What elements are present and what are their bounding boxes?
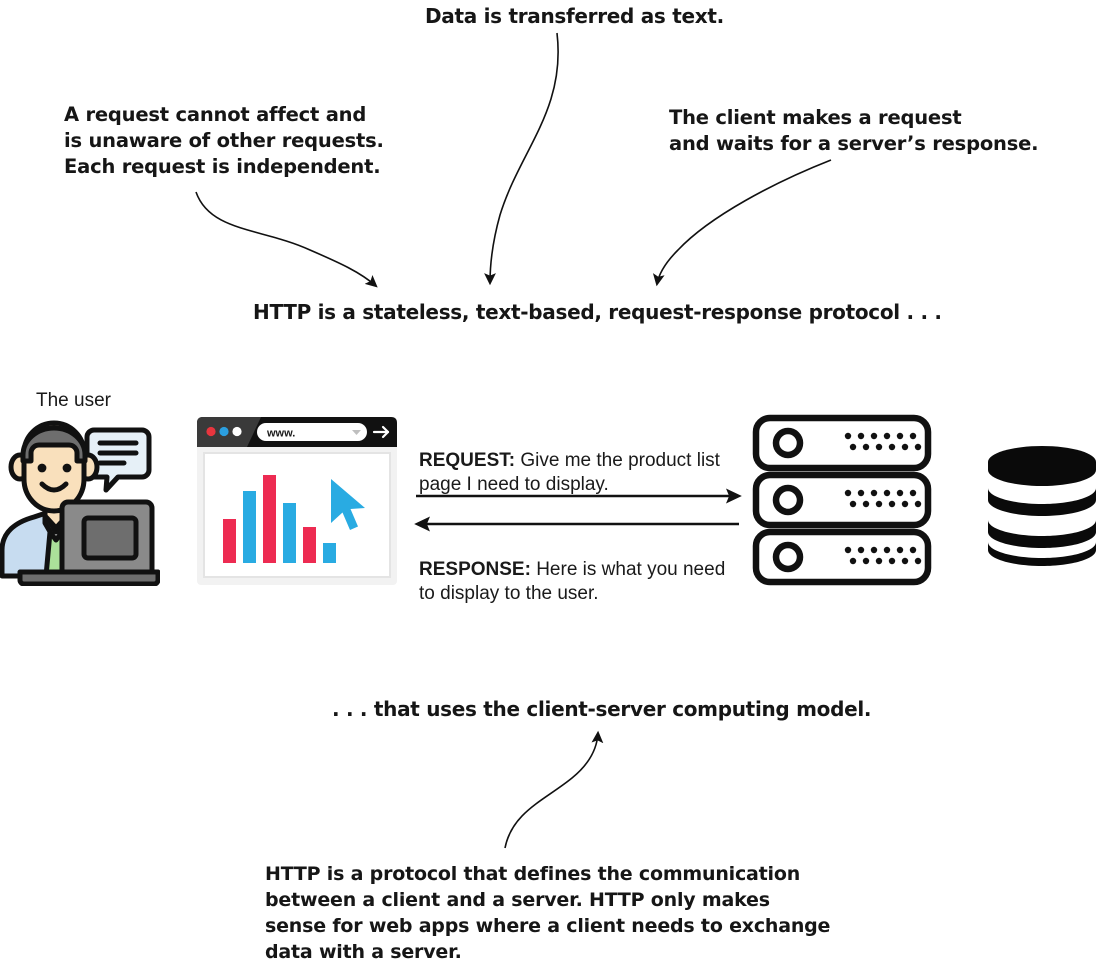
server-led-dot xyxy=(857,489,865,497)
user-eye-left xyxy=(37,463,47,473)
browser-dot-white xyxy=(232,426,242,437)
response-body: Here is what you need to display to the … xyxy=(419,559,726,604)
server-led-dot xyxy=(849,443,857,451)
server-led-dot xyxy=(888,557,896,565)
server-led-dot xyxy=(849,557,857,565)
server-led-dot xyxy=(896,546,904,554)
arrow-right-callout xyxy=(652,159,832,287)
browser-bar-chart xyxy=(223,475,336,563)
server-led-dot xyxy=(883,432,891,440)
server-led-dot xyxy=(901,557,909,565)
request-body: Give me the product list page I need to … xyxy=(419,450,720,495)
server-led-dot xyxy=(883,489,891,497)
main-headline-protocol: HTTP is a stateless, text-based, request… xyxy=(253,300,942,324)
left-annotation-stateless-text: A request cannot affect and is unaware o… xyxy=(64,103,384,178)
server-led-dot xyxy=(914,500,922,508)
browser-window-mock: www. xyxy=(197,417,397,585)
chart-bar xyxy=(263,475,276,563)
server-led-dot xyxy=(901,443,909,451)
response-message: RESPONSE: Here is what you need to displ… xyxy=(419,534,725,606)
chart-bar xyxy=(303,527,316,563)
cursor-arrow-icon xyxy=(331,479,365,530)
server-led-dot xyxy=(862,500,870,508)
server-led-dot xyxy=(883,546,891,554)
user-smile xyxy=(39,481,69,493)
user-eye-right xyxy=(62,463,72,473)
browser-address-pill xyxy=(257,423,367,441)
server-led-dot xyxy=(870,489,878,497)
user-hair xyxy=(20,425,88,464)
browser-dot-red xyxy=(206,426,216,437)
server-led-dot xyxy=(857,432,865,440)
chevron-down-icon xyxy=(352,430,361,435)
server-led-dot xyxy=(844,546,852,554)
browser-address-text: www. xyxy=(266,428,295,440)
arrow-left-callout xyxy=(195,191,378,288)
chart-bar xyxy=(283,503,296,563)
chart-bar xyxy=(243,491,256,563)
server-led-dot xyxy=(896,432,904,440)
response-label: RESPONSE: xyxy=(419,559,531,580)
server-led-dot xyxy=(844,489,852,497)
top-annotation-data-text: Data is transferred as text. xyxy=(425,4,724,28)
server-led-dot xyxy=(896,489,904,497)
server-led-dot xyxy=(888,500,896,508)
server-led-dot xyxy=(909,546,917,554)
sub-headline-client-server: . . . that uses the client-server comput… xyxy=(332,697,872,721)
laptop-base xyxy=(17,569,161,587)
server-led-dot xyxy=(870,546,878,554)
chart-bar xyxy=(323,543,336,563)
server-led-dot xyxy=(914,443,922,451)
go-arrow-icon xyxy=(372,425,390,439)
server-led-dot xyxy=(875,443,883,451)
server-led-dot xyxy=(888,443,896,451)
right-annotation-request-response-text: The client makes a request and waits for… xyxy=(669,106,1039,155)
user-illustration xyxy=(0,420,161,587)
server-led-dot xyxy=(875,557,883,565)
server-led-dot xyxy=(909,489,917,497)
server-led-dot xyxy=(909,432,917,440)
chart-bar xyxy=(223,519,236,563)
request-label: REQUEST: xyxy=(419,450,516,471)
arrow-top-title xyxy=(484,32,559,286)
user-label: The user xyxy=(36,390,111,411)
arrow-footer-to-subline xyxy=(504,730,604,849)
server-led-dot xyxy=(870,432,878,440)
database-cylinder-icon xyxy=(988,446,1096,570)
browser-dot-blue xyxy=(219,426,229,437)
server-led-dot xyxy=(857,546,865,554)
server-led-dot xyxy=(849,500,857,508)
footer-paragraph-http-definition: HTTP is a protocol that defines the comm… xyxy=(265,863,831,963)
server-led-dot xyxy=(875,500,883,508)
server-led-dot xyxy=(901,500,909,508)
server-led-dot xyxy=(844,432,852,440)
server-led-dot xyxy=(862,557,870,565)
server-led-dot xyxy=(914,557,922,565)
server-led-dot xyxy=(862,443,870,451)
server-rack-icon xyxy=(752,414,932,586)
request-message: REQUEST: Give me the product list page I… xyxy=(419,425,720,497)
